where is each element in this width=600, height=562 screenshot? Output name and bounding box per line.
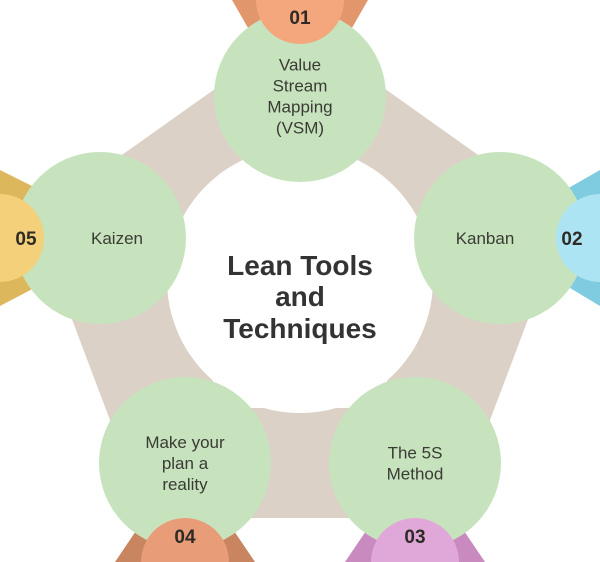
step-number: 02 <box>561 229 582 250</box>
step-number: 03 <box>404 527 425 548</box>
step-number: 05 <box>15 229 37 250</box>
step-label-line: Mapping <box>267 98 332 117</box>
step-circle <box>14 152 186 324</box>
title-line-3: Techniques <box>223 313 377 344</box>
step-label-line: Make your <box>145 433 225 452</box>
step-label-line: Method <box>387 465 444 484</box>
step-label-line: The 5S <box>388 444 443 463</box>
step-node-02: 02 Kanban <box>414 152 600 324</box>
step-number: 01 <box>289 8 311 29</box>
number-tab <box>0 194 44 282</box>
step-circle <box>214 10 386 182</box>
number-tab <box>141 518 229 562</box>
step-label-line: Kaizen <box>91 229 143 248</box>
step-node-04: 04 Make your plan a reality <box>99 377 271 562</box>
step-node-03: 03 The 5S Method <box>329 377 501 562</box>
step-label-line: Kanban <box>456 229 515 248</box>
step-label-line: reality <box>162 475 208 494</box>
number-tab <box>371 518 459 562</box>
step-node-05: 05 Kaizen <box>0 152 186 324</box>
step-label-line: Stream <box>273 77 328 96</box>
step-circle <box>329 377 501 549</box>
step-label-line: (VSM) <box>276 119 324 138</box>
step-label-line: Value <box>279 56 321 75</box>
step-number: 04 <box>174 527 196 548</box>
step-circle <box>414 152 586 324</box>
number-tab <box>256 0 344 44</box>
title-line-1: Lean Tools <box>227 250 373 281</box>
center-title: Lean Tools and Techniques <box>223 250 377 344</box>
step-circle <box>99 377 271 549</box>
title-line-2: and <box>275 281 325 312</box>
step-label-line: plan a <box>162 454 209 473</box>
center-circle <box>167 147 433 413</box>
number-tab <box>556 194 600 282</box>
